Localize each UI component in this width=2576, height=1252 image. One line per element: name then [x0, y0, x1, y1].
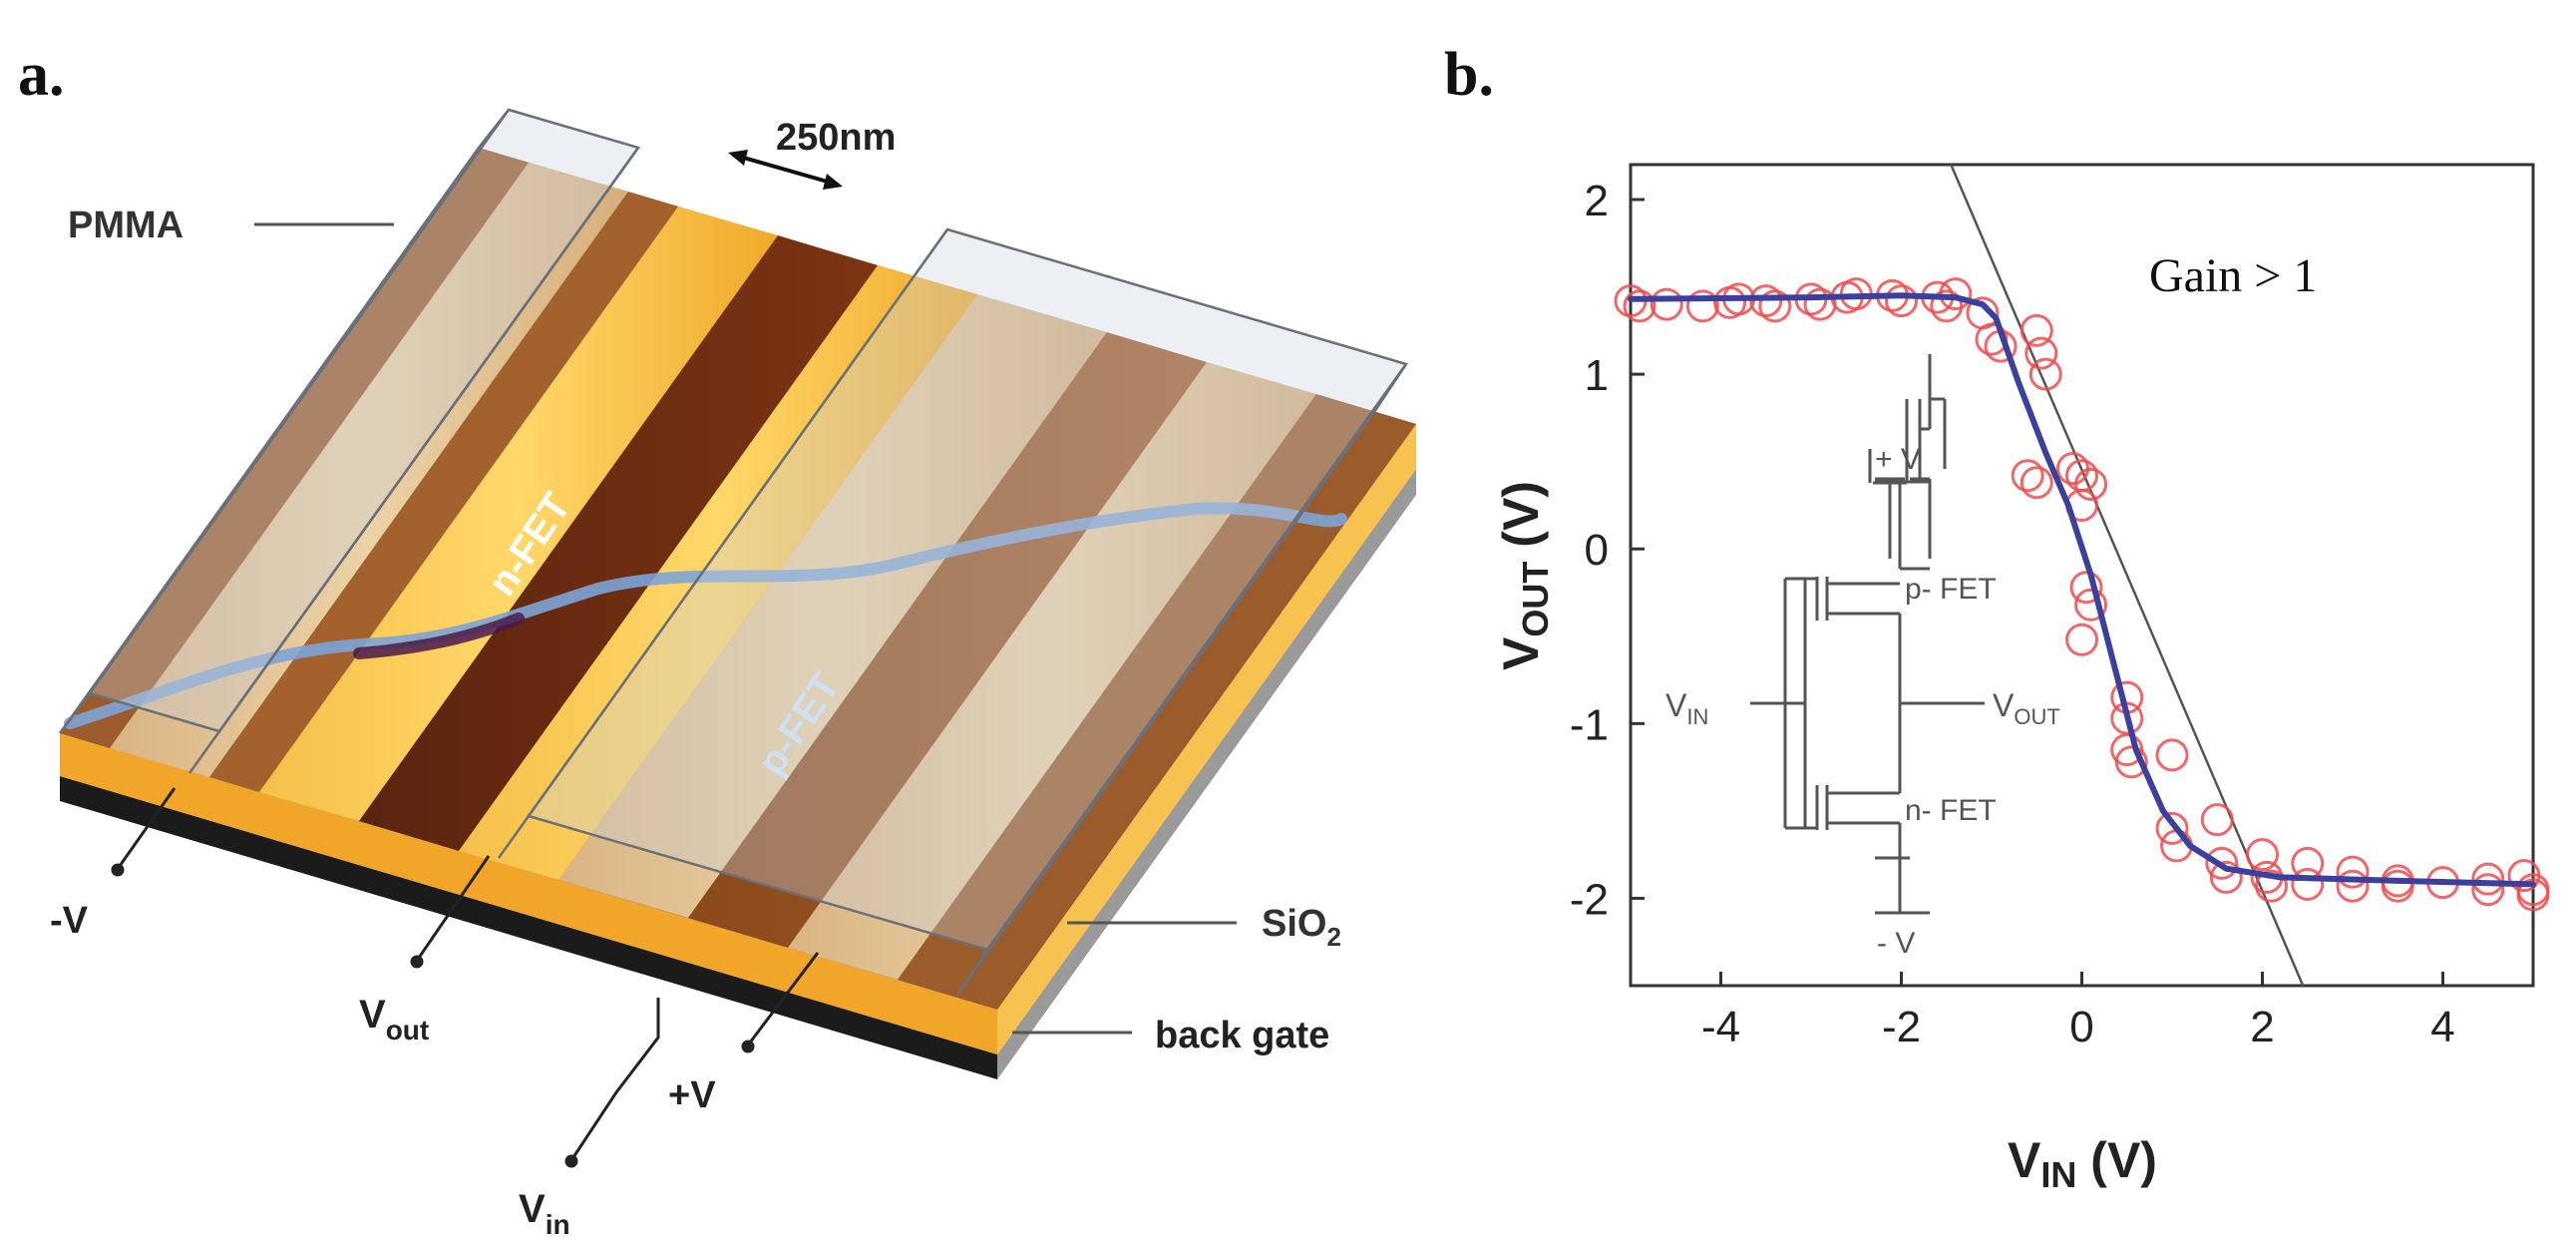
data-point-marker — [1758, 289, 1792, 323]
data-point-marker — [2255, 869, 2289, 903]
x-tick-label: 0 — [2069, 1003, 2093, 1051]
minus-v-terminal-label: -V — [50, 900, 89, 942]
x-tick-label: 2 — [2250, 1003, 2274, 1051]
data-point-marker — [2209, 860, 2243, 894]
scale-bar-label: 250nm — [776, 117, 896, 159]
terminal-wires — [111, 787, 820, 1168]
inverter-schematic — [1868, 354, 1947, 860]
nfet-channel — [359, 235, 878, 851]
y-tick-label: 0 — [1585, 526, 1609, 575]
schematic-minus-v: - V — [1877, 927, 1915, 960]
data-point-marker — [1885, 284, 1918, 318]
schematic-plus-v: + V — [1875, 443, 1921, 476]
plus-v-terminal-label: +V — [668, 1074, 716, 1116]
data-point-marker — [2246, 838, 2279, 872]
y-tick-label: -2 — [1570, 875, 1609, 924]
data-point-marker — [2516, 878, 2550, 912]
pmma-callout: PMMA — [68, 205, 394, 246]
panel-a-label: a. — [18, 41, 65, 109]
back-gate-layer — [60, 776, 997, 1079]
back-gate-callout: back gate — [1012, 1015, 1329, 1056]
data-point-marker — [2024, 336, 2058, 370]
data-point-marker — [2074, 588, 2108, 622]
data-point-marker — [2069, 571, 2103, 605]
data-point-marker — [2291, 867, 2325, 901]
panel-a-device-schematic: a. — [18, 41, 1416, 1240]
vout-terminal-label: Vout — [359, 993, 429, 1045]
pfet-channel-electrode — [558, 294, 1107, 918]
sio2-callout: SiO2 — [1067, 903, 1341, 952]
data-point-marker — [2200, 803, 2234, 837]
y-tick-label: 1 — [1585, 351, 1609, 400]
fit-line — [1628, 292, 2536, 888]
plot-frame — [1629, 163, 2535, 988]
back-gate-label: back gate — [1155, 1015, 1329, 1056]
marker-layer — [1614, 277, 2550, 912]
electrode-right-outer — [898, 394, 1416, 1010]
data-point-marker — [2011, 459, 2044, 493]
vin-terminal-label: Vin — [519, 1187, 570, 1240]
fit-line-layer — [1628, 292, 2536, 888]
x-tick-label: 4 — [2430, 1003, 2454, 1051]
nanotube — [64, 502, 1347, 729]
data-point-marker — [2336, 855, 2370, 889]
x-axis-title: VIN (V) — [2008, 1132, 2157, 1195]
pmma-right-box — [497, 227, 1409, 996]
sio2-label: SiO2 — [1262, 903, 1341, 952]
electrode-plus-v — [788, 362, 1316, 980]
electrode-stripes — [60, 148, 1416, 1010]
schematic-pfet: p- FET — [1905, 573, 1997, 606]
schematic-nfet: n- FET — [1905, 794, 1997, 827]
pmma-left-box — [58, 108, 641, 774]
scale-bar: 250nm — [728, 117, 896, 190]
data-point-marker — [1623, 289, 1656, 323]
tangent-line-layer — [1950, 164, 2305, 987]
electrode-vout — [259, 207, 778, 821]
inverter-circuit-lines — [1750, 480, 1985, 915]
electrode-minus-v — [110, 163, 628, 777]
electrode-left-outer — [60, 148, 529, 748]
tangent-line — [1950, 164, 2305, 987]
data-point-marker — [1939, 277, 1973, 311]
x-tick-label: -2 — [1882, 1003, 1921, 1051]
data-point-marker — [2074, 467, 2108, 501]
data-point-marker — [1650, 287, 1683, 321]
data-point-marker — [2114, 745, 2148, 779]
data-point-marker — [2065, 623, 2098, 656]
substrate-stack — [60, 424, 1416, 1079]
data-point-marker — [1685, 289, 1719, 323]
schematic-labels: + V - V p- FET n- FET VIN VOUT — [1665, 443, 2060, 960]
data-point-marker — [2336, 869, 2370, 903]
schematic-vin: VIN — [1665, 687, 1708, 729]
data-point-marker — [2205, 846, 2239, 880]
back-gate-side — [997, 469, 1416, 1079]
sio2-side — [997, 424, 1416, 1054]
data-point-marker — [2155, 738, 2189, 772]
panel-b-label: b. — [1444, 41, 1494, 109]
data-point-marker — [2028, 357, 2062, 391]
x-tick-label: -4 — [1701, 1003, 1740, 1051]
gain-annotation: Gain > 1 — [2149, 249, 2317, 302]
data-point-marker — [2471, 873, 2505, 907]
y-axis-title: VOUT (V) — [1493, 481, 1556, 670]
pfet-channel — [688, 332, 1207, 948]
panel-b-transfer-curve: b. 2 1 0 -1 -2 -4 -2 0 2 4 VOUT (V) VIN (V) Gain… — [1444, 41, 2550, 1195]
plot-area — [1614, 164, 2550, 987]
y-tick-label: -1 — [1570, 700, 1609, 749]
nanotube-nfet-segment — [353, 613, 525, 659]
data-point-marker — [2471, 862, 2505, 896]
schematic-vout: VOUT — [1993, 687, 2060, 729]
data-point-marker — [2020, 313, 2053, 347]
y-tick-label: 2 — [1585, 177, 1609, 225]
gap-left — [209, 192, 678, 792]
y-axis: 2 1 0 -1 -2 — [1570, 177, 1645, 924]
pmma-label: PMMA — [68, 205, 184, 246]
data-point-marker — [2155, 811, 2189, 845]
x-axis: -4 -2 0 2 4 — [1701, 972, 2455, 1051]
data-point-marker — [2381, 869, 2414, 903]
data-point-marker — [2020, 466, 2053, 500]
sio2-layer — [60, 733, 997, 1054]
